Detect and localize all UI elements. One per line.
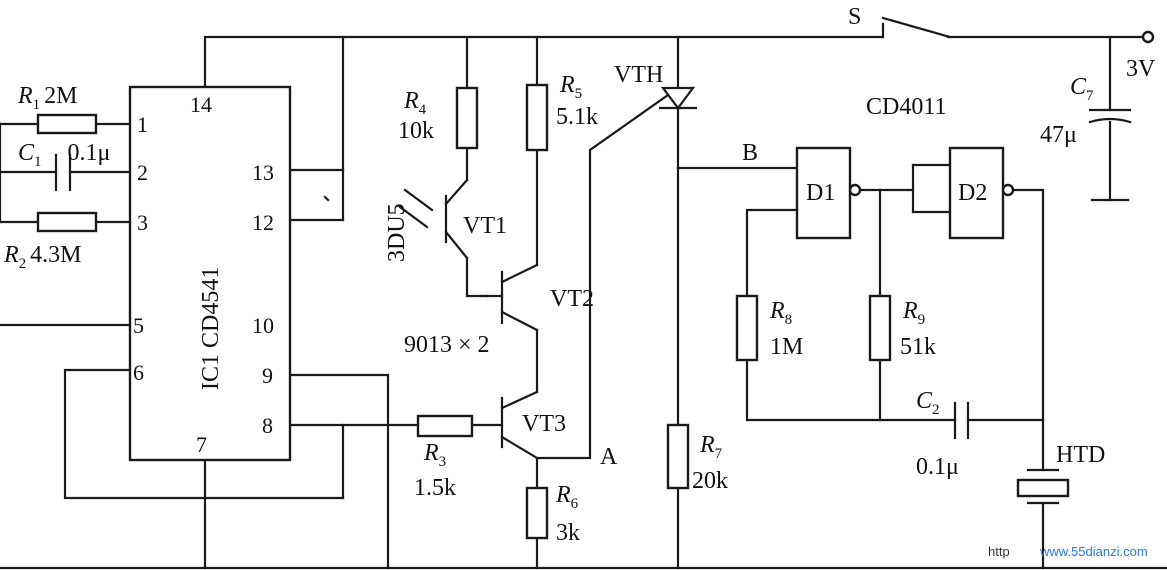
supply-terminal (1141, 30, 1155, 44)
pin-12: 12 (252, 210, 274, 235)
d1-output-bubble (848, 183, 862, 197)
c2-label: C2 (916, 388, 940, 418)
switch-label: S (848, 4, 861, 30)
wires (0, 16, 1167, 570)
vt3-label: VT3 (522, 411, 566, 437)
ic1-pin-labels: 1 2 3 5 6 7 8 9 10 12 13 14 (133, 92, 274, 457)
r6-body (525, 486, 549, 540)
supply-label: 3V (1126, 56, 1156, 82)
r9-value: 51k (900, 334, 936, 360)
node-a-label: A (600, 444, 618, 470)
r3-label: R3 (423, 440, 446, 470)
pin-14: 14 (190, 92, 212, 117)
c2-value: 0.1μ (916, 454, 959, 480)
r7-label: R7 (699, 432, 723, 462)
r9-label: R9 (902, 298, 925, 328)
r8-body (735, 294, 759, 362)
cd4011-label: CD4011 (866, 94, 946, 120)
r6-label: R6 (555, 482, 579, 512)
pin-6: 6 (133, 360, 144, 385)
d1-body (795, 146, 852, 240)
r7-value: 20k (692, 468, 728, 494)
pin-5: 5 (133, 313, 144, 338)
r1-body (36, 113, 98, 135)
vt2-label: VT2 (550, 286, 594, 312)
watermark-right: www.55dianzi.com (1039, 544, 1148, 559)
r5-label: R5 (559, 72, 582, 102)
d2-body (948, 146, 1005, 240)
r5-body (525, 83, 549, 152)
pin-2: 2 (137, 160, 148, 185)
pin-7: 7 (196, 432, 207, 457)
r3-value: 1.5k (414, 475, 456, 501)
c7-label: C7 (1070, 74, 1094, 104)
watermark: http www.55dianzi.com (988, 544, 1148, 559)
r8-value: 1M (770, 334, 803, 360)
node-b-label: B (742, 140, 758, 166)
component-bodies (36, 30, 1155, 540)
c7-value: 47μ (1040, 122, 1077, 148)
r3-body (416, 414, 474, 438)
htd-label: HTD (1056, 442, 1105, 468)
phototransistor-label: 3DU5 (384, 203, 410, 262)
r4-value: 10k (398, 118, 434, 144)
d2-output-bubble (1001, 183, 1015, 197)
labels: S 3V VTH CD4011 A B IC1 CD4541 3DU5 VT1 … (198, 4, 1156, 470)
pin-8: 8 (262, 413, 273, 438)
watermark-left: http (988, 544, 1010, 559)
r9-body (868, 294, 892, 362)
pin-3: 3 (137, 210, 148, 235)
r5-value: 5.1k (556, 104, 598, 130)
pin-10: 10 (252, 313, 274, 338)
htd-body (1016, 478, 1070, 498)
ic1-label: IC1 CD4541 (198, 267, 224, 390)
r8-label: R8 (769, 298, 792, 328)
r4-body (455, 86, 479, 150)
r7-body (666, 423, 690, 490)
transistor-type-label: 9013 × 2 (404, 332, 490, 358)
r6-value: 3k (556, 520, 580, 546)
pin-9: 9 (262, 363, 273, 388)
d2-label: D2 (958, 180, 987, 206)
d1-label: D1 (806, 180, 835, 206)
r4-label: R4 (403, 88, 427, 118)
vt1-label: VT1 (463, 213, 507, 239)
pin-13: 13 (252, 160, 274, 185)
r2-body (36, 211, 98, 233)
vth-label: VTH (614, 62, 663, 88)
ic1-body (128, 85, 292, 462)
pin-1: 1 (137, 112, 148, 137)
